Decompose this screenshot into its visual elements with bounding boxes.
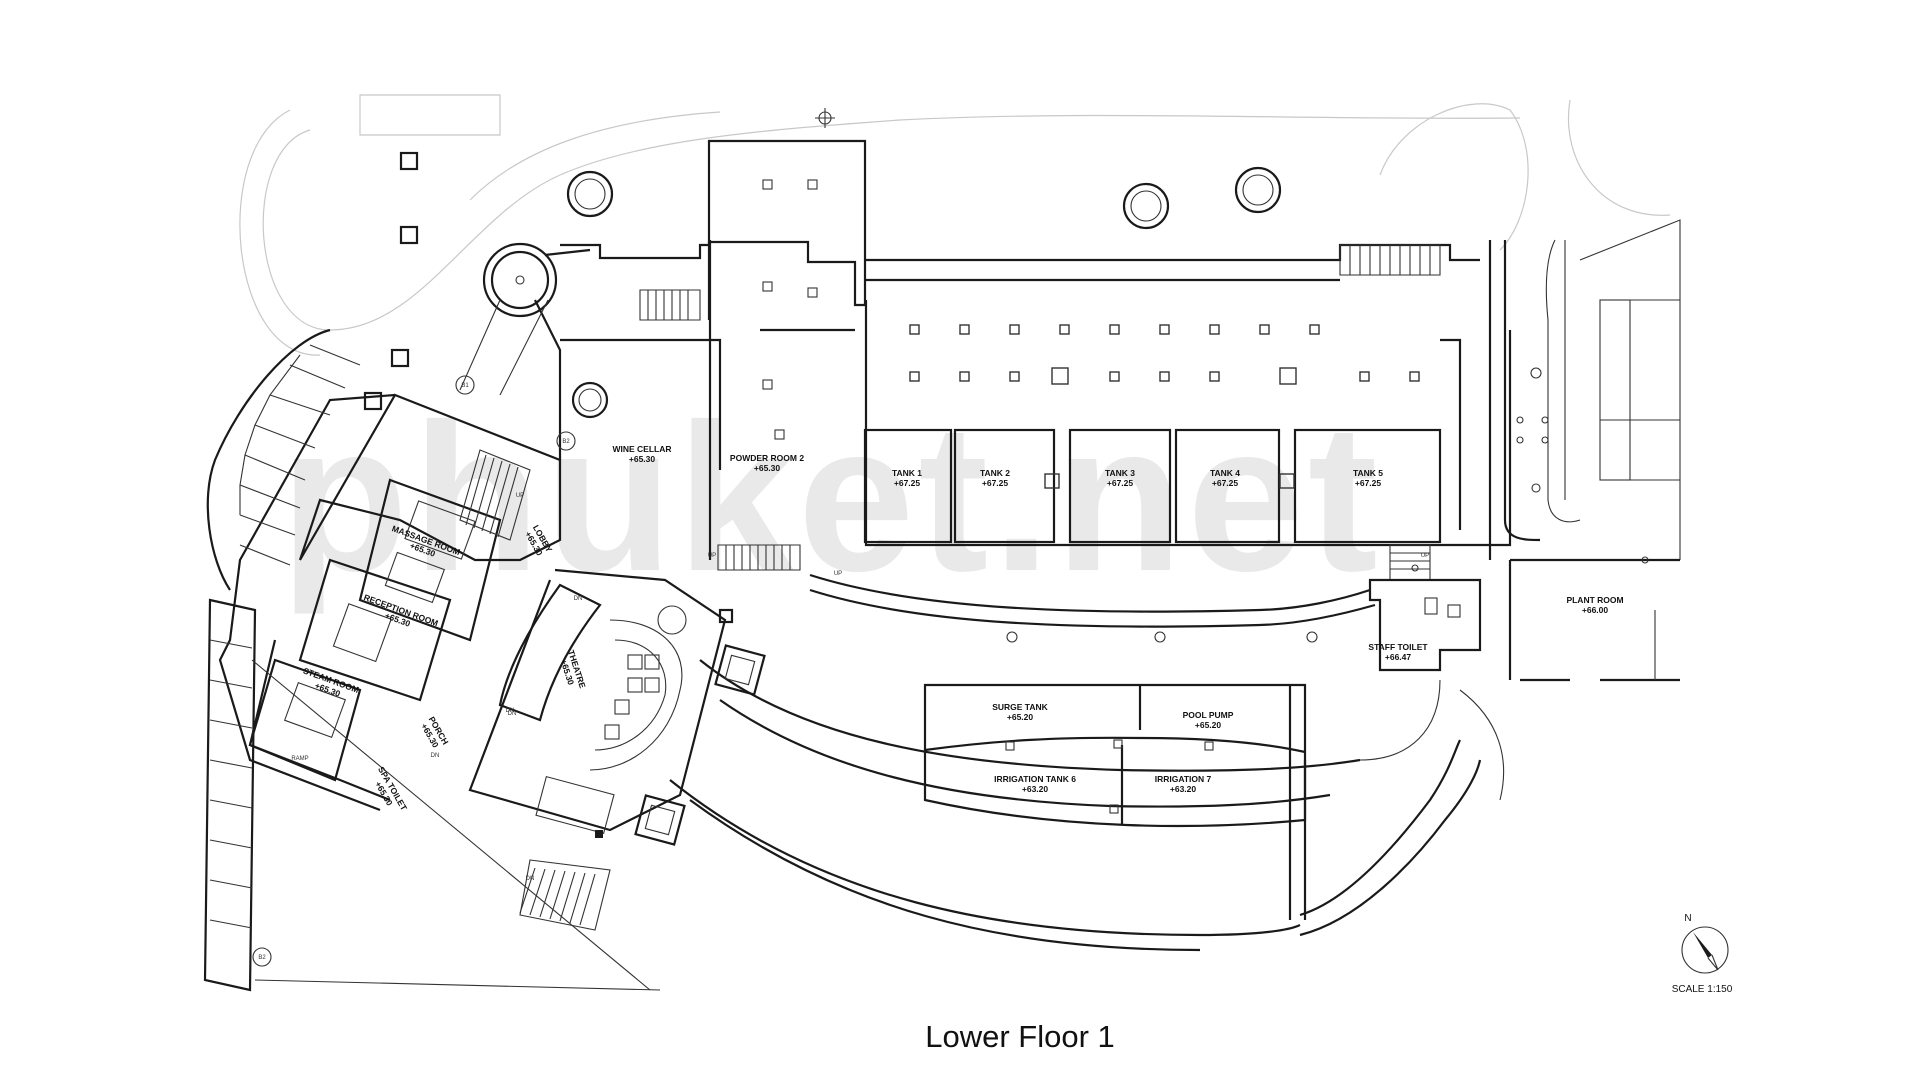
room-level: +67.25 <box>1107 478 1134 488</box>
annotation-up-1: UP <box>516 493 524 499</box>
grid-marker-b2-south: B2 <box>258 955 266 961</box>
north-arrow: N SCALE 1:150 <box>1672 913 1733 995</box>
room-label-irrigation-tank-6: IRRIGATION TANK 6+63.20 <box>994 774 1076 794</box>
column-grid <box>909 324 1420 489</box>
scale-label: SCALE 1:150 <box>1672 984 1733 995</box>
room-name: TANK 3 <box>1105 468 1135 478</box>
paving <box>203 328 661 992</box>
room-label-wine-cellar: WINE CELLAR+65.30 <box>612 444 671 464</box>
room-label-plant-room: PLANT ROOM+66.00 <box>1566 595 1623 615</box>
room-level: +63.20 <box>1022 784 1049 794</box>
room-label-tank-2: TANK 2+67.25 <box>980 468 1010 488</box>
spa-wing <box>203 328 661 992</box>
room-label-spa-toilet: SPA TOILET+65.30 <box>373 765 410 813</box>
room-level: +65.20 <box>1007 712 1034 722</box>
room-name: POOL PUMP <box>1183 710 1234 720</box>
annotation-dn-4: DN <box>508 711 517 717</box>
room-label-tank-3: TANK 3+67.25 <box>1105 468 1135 488</box>
annotation-dn-1: DN <box>574 596 583 602</box>
room-label-tank-1: TANK 1+67.25 <box>892 468 922 488</box>
annotation-dn-5: DN <box>526 876 535 882</box>
planters <box>363 151 1282 419</box>
room-label-irrigation-7: IRRIGATION 7+63.20 <box>1155 774 1212 794</box>
room-name: STAFF TOILET <box>1368 642 1428 652</box>
annotation-ramp: RAMP <box>291 756 308 762</box>
room-label-pool-pump: POOL PUMP+65.20 <box>1183 710 1234 730</box>
room-label-powder-room-2: POWDER ROOM 2+65.30 <box>730 453 804 473</box>
annotation-up-3: UP <box>834 571 842 577</box>
room-label-porch: PORCH+65.30 <box>419 715 451 750</box>
room-label-theatre: THEATRE+65.30 <box>559 649 588 690</box>
grid-marker-b1: B1 <box>461 383 469 389</box>
room-label-steam-room: STEAM ROOM+65.30 <box>302 665 360 698</box>
grid-markers: B1 B2 B2 <box>252 108 835 967</box>
west-entrance <box>459 248 722 470</box>
room-name: POWDER ROOM 2 <box>730 453 804 463</box>
room-level: +67.25 <box>1355 478 1382 488</box>
theatre-wing <box>468 568 766 931</box>
room-label-staff-toilet: STAFF TOILET+66.47 <box>1368 642 1428 662</box>
landscape-outline <box>239 94 1671 356</box>
room-name: IRRIGATION 7 <box>1155 774 1212 784</box>
grid-marker-b2: B2 <box>562 439 570 445</box>
east-wing <box>1368 219 1681 682</box>
room-name: PLANT ROOM <box>1566 595 1623 605</box>
room-name: TANK 1 <box>892 468 922 478</box>
pump-rooms <box>923 556 1649 920</box>
annotation-dn-2: DN <box>506 708 515 714</box>
room-level: +67.25 <box>1212 478 1239 488</box>
north-label: N <box>1684 913 1691 924</box>
room-level: +65.20 <box>1195 720 1222 730</box>
room-name: SURGE TANK <box>992 702 1048 712</box>
room-name: TANK 4 <box>1210 468 1240 478</box>
drawing-title: Lower Floor 1 <box>925 1019 1115 1054</box>
room-level: +63.20 <box>1170 784 1197 794</box>
room-level: +67.25 <box>982 478 1009 488</box>
room-label-surge-tank: SURGE TANK+65.20 <box>992 702 1048 722</box>
room-level: +65.30 <box>629 454 656 464</box>
room-level: +66.00 <box>1582 605 1609 615</box>
room-name: TANK 5 <box>1353 468 1383 478</box>
room-label-tank-5: TANK 5+67.25 <box>1353 468 1383 488</box>
room-level: +66.47 <box>1385 652 1412 662</box>
watermark: phuket.net <box>280 380 1382 615</box>
annotations: UP UP UP UP DN DN DN DN RAMP DN <box>291 493 1429 882</box>
room-level: +67.25 <box>894 478 921 488</box>
annotation-up-4: UP <box>1421 553 1429 559</box>
room-level: +65.30 <box>754 463 781 473</box>
room-label-tank-4: TANK 4+67.25 <box>1210 468 1240 488</box>
annotation-dn-3: DN <box>431 753 440 759</box>
room-name: WINE CELLAR <box>612 444 671 454</box>
outer-terraces <box>669 659 1505 952</box>
room-name: TANK 2 <box>980 468 1010 478</box>
room-name: IRRIGATION TANK 6 <box>994 774 1076 784</box>
annotation-up-2: UP <box>708 553 716 559</box>
